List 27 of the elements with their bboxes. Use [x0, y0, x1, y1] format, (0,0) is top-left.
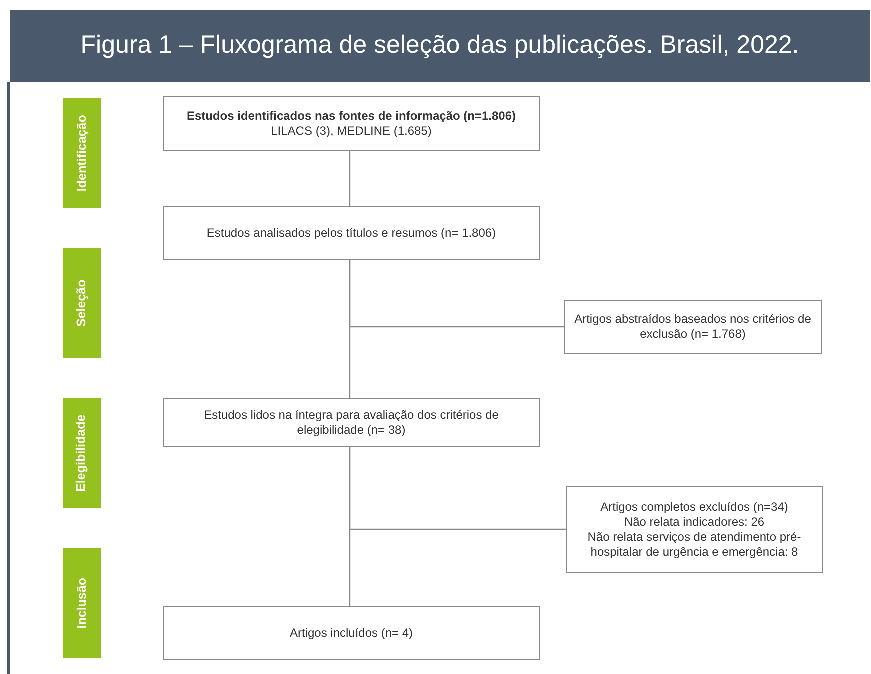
stage-band — [63, 248, 101, 358]
box-text: Não relata indicadores: 26 — [624, 514, 765, 530]
process-box — [564, 300, 822, 354]
box-text: Estudos lidos na íntegra para avaliação dos critérios de elegibilidade (n= 38) — [203, 408, 500, 438]
box-text: Não relata serviços de atendimento pré-hospitalar de urgência e emergência: 8 — [586, 530, 802, 560]
process-box — [163, 398, 540, 447]
connector-line — [349, 447, 351, 606]
process-box — [163, 96, 540, 151]
connector-line — [349, 260, 351, 398]
stage-label: Seleção — [74, 279, 90, 327]
box-text: Estudos identificados nas fontes de informação (n=1.806) — [186, 108, 516, 124]
process-box — [163, 606, 540, 660]
connector-line — [349, 151, 351, 206]
process-box — [163, 206, 540, 260]
stage-label: Inclusão — [74, 578, 90, 628]
title-banner: Figura 1 – Fluxograma de seleção das publicações. Brasil, 2022. — [10, 10, 870, 82]
box-text: Artigos incluídos (n= 4) — [290, 626, 414, 640]
stage-band — [63, 398, 101, 508]
box-text: LILACS (3), MEDLINE (1.685) — [271, 124, 432, 138]
stage-label: Elegibilidade — [74, 414, 90, 492]
box-text: Artigos completos excluídos (n=34) — [600, 500, 788, 514]
box-text: Artigos abstraídos baseados nos critérios de exclusão (n= 1.768) — [574, 312, 812, 342]
stage-band — [63, 548, 101, 658]
box-text: Estudos analisados pelos títulos e resumos (n= 1.806) — [206, 226, 496, 240]
process-box — [566, 486, 823, 573]
stage-band — [63, 98, 101, 208]
stage-label: Identificação — [74, 114, 90, 192]
